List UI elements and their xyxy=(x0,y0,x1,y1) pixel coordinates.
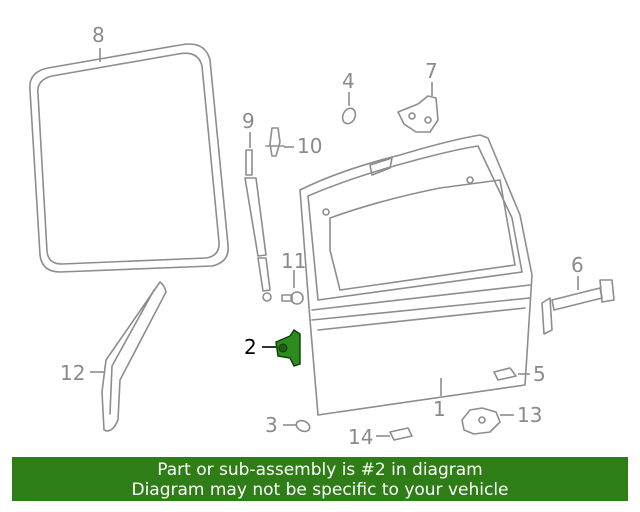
part-12-pillar-trim xyxy=(101,281,167,432)
part-11-bolt xyxy=(281,291,304,305)
part-13-bracket xyxy=(461,407,501,435)
callout-11: 11 xyxy=(281,249,306,273)
callout-3: 3 xyxy=(265,413,278,437)
parts-diagram: 8 9 10 4 7 1 xyxy=(29,23,615,449)
callout-13: 13 xyxy=(517,403,542,427)
part-8-window-seal xyxy=(29,43,229,273)
part-4-grommet xyxy=(341,107,357,125)
part-2-highlighted-latch xyxy=(275,329,301,367)
part-1-liftgate xyxy=(299,134,533,416)
callout-10: 10 xyxy=(297,134,322,158)
callout-6: 6 xyxy=(571,253,584,277)
callout-4: 4 xyxy=(342,69,355,93)
info-banner: Part or sub-assembly is #2 in diagram Di… xyxy=(12,457,628,501)
part-14-bumper xyxy=(389,427,413,441)
callout-7: 7 xyxy=(425,59,438,83)
part-9-strut xyxy=(244,149,272,302)
banner-line-2: Diagram may not be specific to your vehi… xyxy=(131,480,509,500)
callout-12: 12 xyxy=(60,361,85,385)
part-5-clip xyxy=(493,367,517,381)
banner-line-1: Part or sub-assembly is #2 in diagram xyxy=(157,460,483,480)
callout-8: 8 xyxy=(92,23,105,47)
callout-9: 9 xyxy=(242,109,255,133)
callout-2: 2 xyxy=(244,335,257,359)
part-6-stay-rod xyxy=(541,279,615,335)
callout-14: 14 xyxy=(348,425,373,449)
callout-5: 5 xyxy=(533,362,546,386)
part-3-stop xyxy=(295,419,311,433)
part-10-bracket xyxy=(265,127,285,157)
callout-1: 1 xyxy=(433,397,446,421)
part-7-hinge xyxy=(397,95,439,133)
